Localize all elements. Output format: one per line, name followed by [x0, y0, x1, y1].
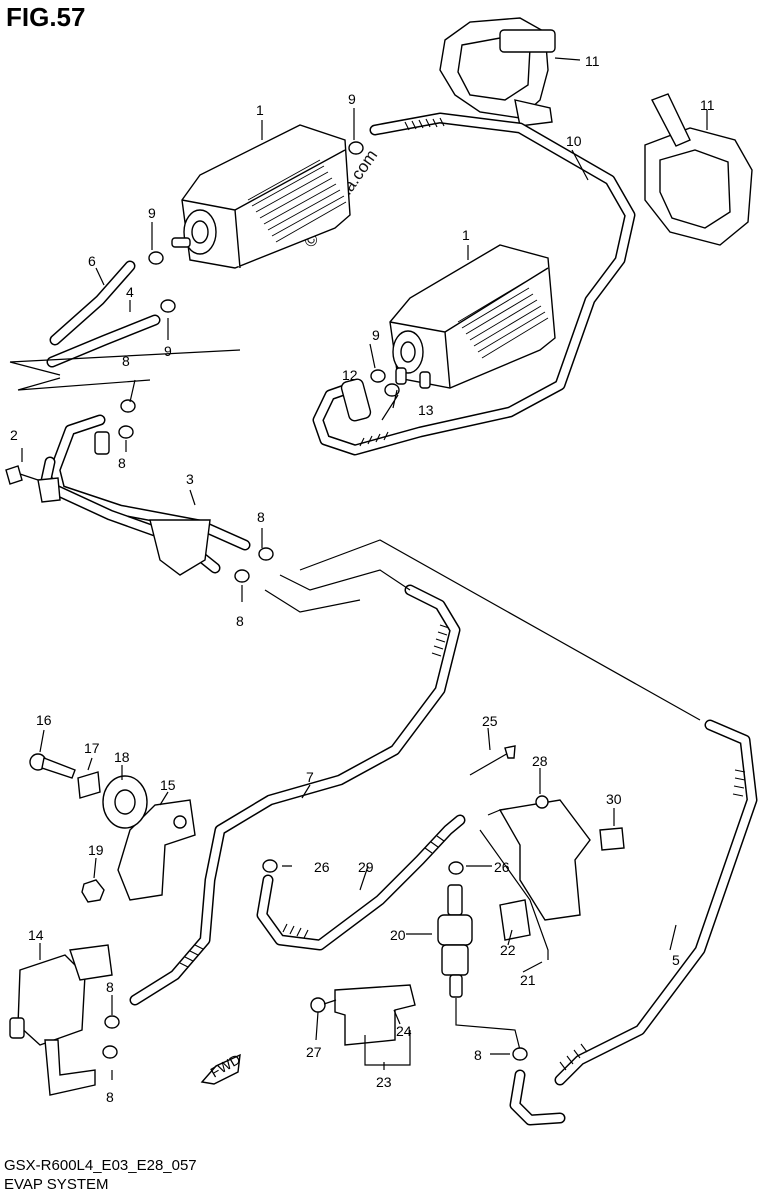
callout-15: 15 [160, 777, 176, 793]
solenoid-valve-14 [9, 944, 113, 1096]
diagram-name: EVAP SYSTEM [4, 1176, 109, 1193]
callout-8: 8 [122, 353, 130, 369]
valve-20 [437, 884, 521, 1051]
callout-8: 8 [236, 613, 244, 629]
callout-7: 7 [306, 769, 314, 785]
callout-10: 10 [566, 133, 582, 149]
callout-18: 18 [114, 749, 130, 765]
callout-30: 30 [606, 791, 622, 807]
callout-13: 13 [418, 402, 434, 418]
callout-11: 11 [700, 97, 715, 113]
callout-8: 8 [106, 979, 114, 995]
hose-29 [256, 814, 466, 951]
figure-title: FIG.57 [6, 2, 86, 32]
callout-8: 8 [106, 1089, 114, 1105]
cushion-18 [102, 775, 148, 829]
bolt-16 [29, 753, 76, 779]
clamp-23-24 [334, 984, 416, 1066]
hose-7 [129, 569, 461, 1006]
callout-25: 25 [482, 713, 498, 729]
callout-1: 1 [256, 102, 264, 118]
callout-9: 9 [348, 91, 356, 107]
bracket-15 [117, 799, 196, 901]
callout-22: 22 [500, 942, 516, 958]
callout-4: 4 [126, 284, 134, 300]
holder-11-right [644, 93, 753, 246]
callout-19: 19 [88, 842, 104, 858]
callout-8: 8 [474, 1047, 482, 1063]
canister-1-upper [171, 124, 351, 269]
callout-26: 26 [494, 859, 510, 875]
washer-28 [535, 795, 549, 809]
holder-11-top [439, 17, 556, 127]
pipe-assembly-3 [37, 414, 251, 576]
diagram-code: GSX-R600L4_E03_E28_057 [4, 1157, 197, 1174]
callout-3: 3 [186, 471, 194, 487]
clip-22 [499, 899, 531, 941]
bolt-2 [5, 465, 39, 485]
callout-9: 9 [164, 343, 172, 359]
callout-6: 6 [88, 253, 96, 269]
callout-14: 14 [28, 927, 44, 943]
callout-20: 20 [390, 927, 406, 943]
callout-9: 9 [372, 327, 380, 343]
callout-11: 11 [585, 53, 600, 69]
callout-9: 9 [148, 205, 156, 221]
plug-12 [340, 378, 372, 422]
collar-17 [77, 771, 101, 799]
screw-27 [310, 997, 337, 1013]
callout-5: 5 [672, 952, 680, 968]
callouts: 1 1 2 3 4 5 6 7 8 8 8 8 8 8 8 9 9 9 9 10… [10, 53, 715, 1105]
callout-28: 28 [532, 753, 548, 769]
hose-clamps [102, 141, 528, 1061]
callout-8: 8 [257, 509, 265, 525]
canister-1-lower [389, 244, 556, 389]
callout-26: 26 [314, 859, 330, 875]
callout-24: 24 [396, 1023, 412, 1039]
rivet-25 [469, 745, 516, 776]
callout-29: 29 [358, 859, 374, 875]
callout-17: 17 [84, 740, 100, 756]
forward-arrow-icon: FWD [200, 1051, 243, 1085]
callout-8: 8 [118, 455, 126, 471]
callout-27: 27 [306, 1044, 322, 1060]
callout-16: 16 [36, 712, 52, 728]
hoses-6-4 [9, 260, 241, 391]
callout-2: 2 [10, 427, 18, 443]
callout-23: 23 [376, 1074, 392, 1090]
hose-5 [299, 539, 758, 1126]
bracket-21 [479, 799, 591, 960]
callout-21: 21 [520, 972, 536, 988]
callout-12: 12 [342, 367, 358, 383]
nut-19 [81, 879, 105, 903]
callout-1: 1 [462, 227, 470, 243]
hose-10 [312, 112, 636, 456]
pad-30 [599, 827, 625, 851]
leader-lines [21, 57, 708, 1080]
